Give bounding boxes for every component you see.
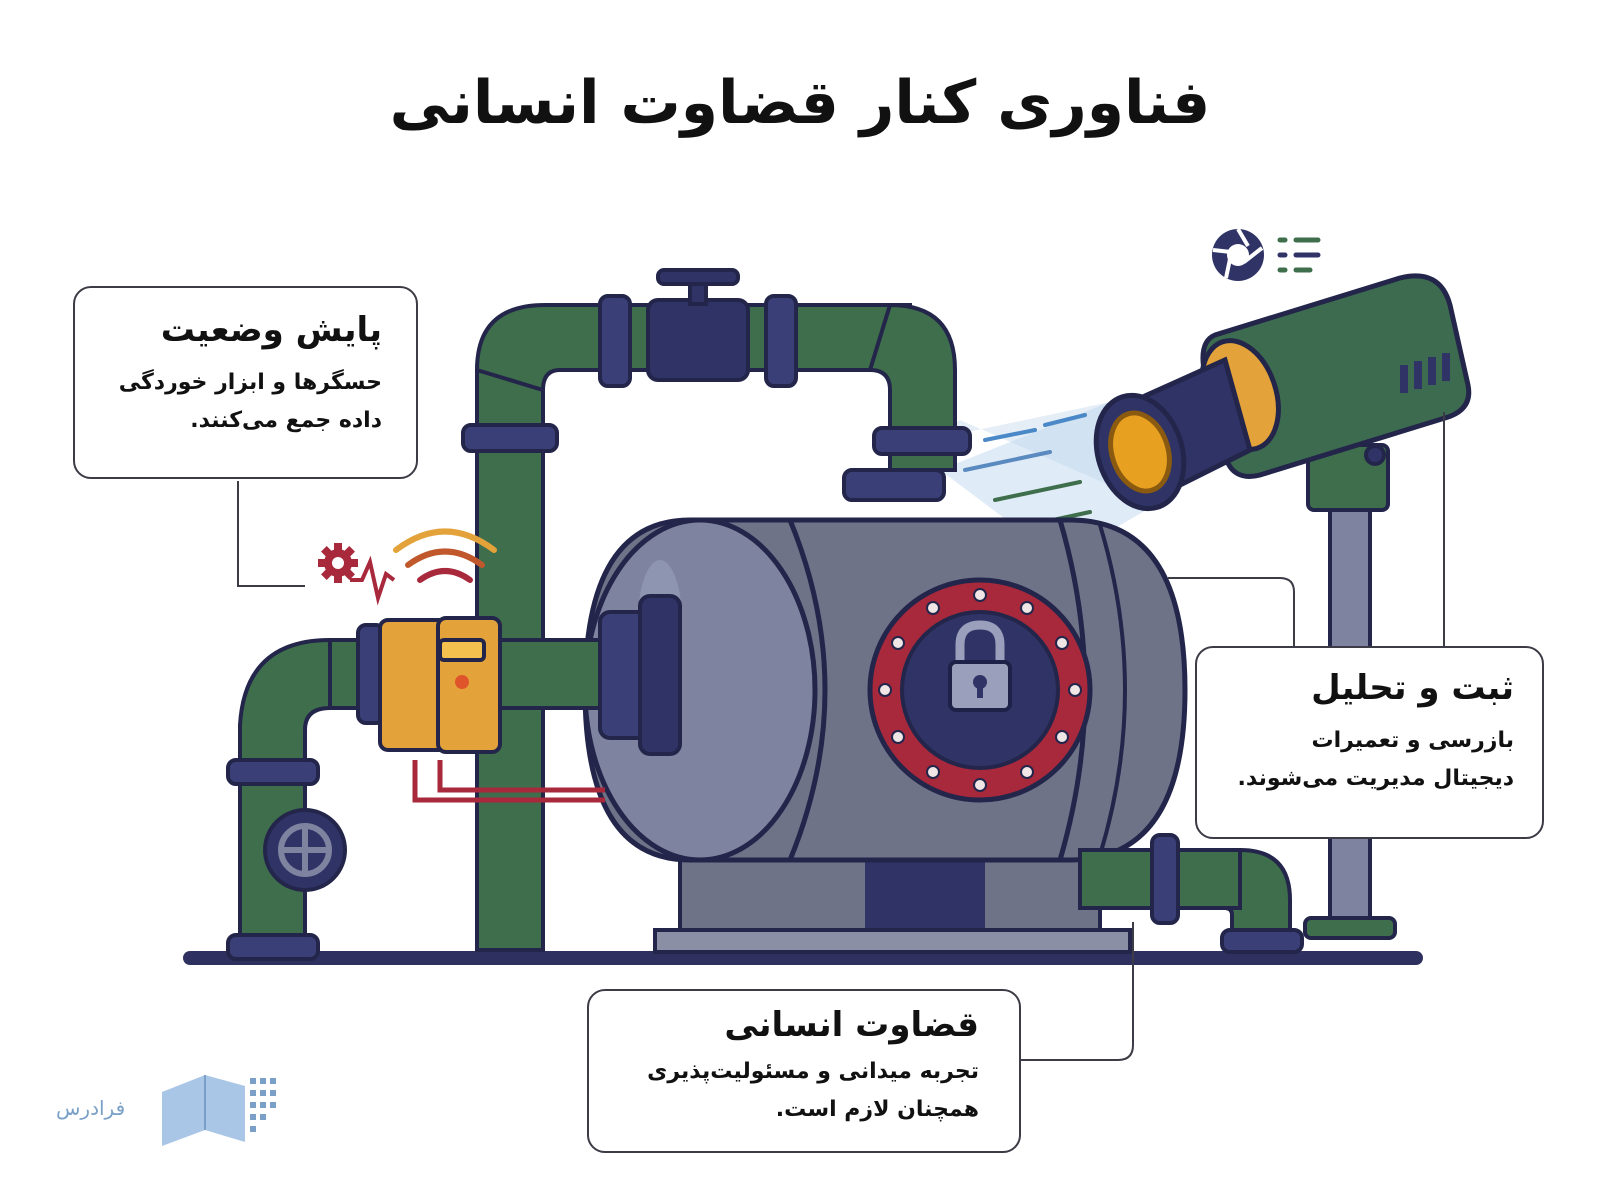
callout-judgment-line2: همچنان لازم است. — [775, 1097, 979, 1122]
inlet-flanges — [226, 594, 682, 961]
callout-analysis-line2: دیجیتال مدیریت می‌شوند. — [1237, 766, 1515, 791]
ground-line — [183, 951, 1423, 965]
book-logo-icon — [162, 1075, 276, 1146]
callout-analysis: ثبت و تحلیل بازرسی و تعمیرات دیجیتال مدی… — [1195, 646, 1544, 839]
outlet-pipe — [1078, 847, 1292, 942]
camera-shutter-icon — [1212, 227, 1264, 281]
page-title: فناوری کنار قضاوت انسانی — [389, 68, 1211, 138]
callout-monitoring: پایش وضعیت حسگرها و ابزار خوردگی داده جم… — [73, 286, 418, 479]
valve-wheel-icon — [263, 808, 347, 892]
gear-icon — [318, 543, 358, 583]
callout-monitoring-line2: داده جمع می‌کنند. — [190, 408, 382, 433]
connector-lines — [237, 412, 1445, 1061]
callout-analysis-heading: ثبت و تحلیل — [1311, 668, 1514, 708]
hatch-bolts — [878, 588, 1082, 792]
callout-monitoring-heading: پایش وضعیت — [160, 310, 382, 350]
callout-monitoring-line1: حسگرها و ابزار خوردگی — [118, 370, 382, 395]
brand-logo-text: فرادرس — [56, 1096, 126, 1120]
callout-judgment-line1: تجربه میدانی و مسئولیت‌پذیری — [647, 1059, 979, 1084]
heartbeat-icon — [350, 555, 396, 606]
wifi-signal-icon — [393, 528, 497, 583]
callout-analysis-line1: بازرسی و تعمیرات — [1311, 728, 1514, 753]
padlock-icon — [948, 620, 1012, 712]
menu-lines-icon — [1277, 237, 1321, 273]
callout-judgment: قضاوت انسانی تجربه میدانی و مسئولیت‌پذیر… — [587, 989, 1021, 1153]
sensor-device — [378, 616, 605, 803]
top-valve — [598, 268, 798, 388]
camera-lens — [1093, 338, 1281, 512]
loop-flanges — [461, 423, 972, 502]
callout-judgment-heading: قضاوت انسانی — [724, 1005, 979, 1045]
